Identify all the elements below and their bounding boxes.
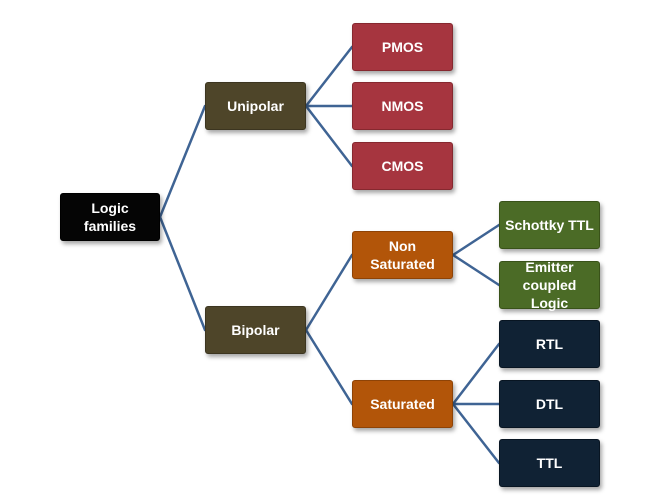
node-label-unipolar: Unipolar [227, 98, 284, 114]
node-cmos: CMOS [352, 142, 453, 190]
connector-bipolar-to-non_saturated [304, 253, 354, 332]
node-unipolar: Unipolar [205, 82, 306, 130]
node-label-schottky-ttl: Schottky TTL [505, 217, 594, 233]
connector-non_saturated-to-ecl [451, 253, 501, 287]
node-label-pmos: PMOS [381, 39, 424, 55]
node-schottky-ttl: Schottky TTL [499, 201, 600, 249]
node-bipolar: Bipolar [205, 306, 306, 354]
node-nmos: NMOS [352, 82, 453, 130]
connector-root-to-unipolar [158, 104, 207, 219]
connector-unipolar-to-cmos [304, 104, 354, 168]
connector-unipolar-to-pmos [304, 45, 354, 108]
connector-bipolar-to-saturated [304, 328, 354, 406]
connector-saturated-to-ttl [451, 402, 501, 465]
node-label-logic-families: Logic families [83, 200, 137, 234]
node-label-bipolar: Bipolar [231, 322, 280, 338]
node-label-rtl: RTL [535, 336, 564, 352]
node-pmos: PMOS [352, 23, 453, 71]
connector-non_saturated-to-schottky_ttl [451, 223, 501, 257]
node-label-dtl: DTL [535, 396, 564, 412]
node-label-cmos: CMOS [381, 158, 424, 174]
node-label-non-saturated: Non Saturated [370, 238, 435, 272]
node-label-nmos: NMOS [381, 98, 424, 114]
node-saturated: Saturated [352, 380, 453, 428]
connector-saturated-to-rtl [451, 342, 501, 406]
connector-root-to-bipolar [158, 215, 207, 332]
node-non-saturated: Non Saturated [352, 231, 453, 279]
node-dtl: DTL [499, 380, 600, 428]
node-rtl: RTL [499, 320, 600, 368]
node-emitter-coupled-logic: Emitter coupled Logic [499, 259, 600, 311]
node-logic-families: Logic families [60, 193, 160, 241]
node-label-emitter-coupled-logic: Emitter coupled Logic [522, 259, 577, 311]
node-label-ttl: TTL [536, 455, 563, 471]
node-ttl: TTL [499, 439, 600, 487]
node-label-saturated: Saturated [370, 396, 435, 412]
